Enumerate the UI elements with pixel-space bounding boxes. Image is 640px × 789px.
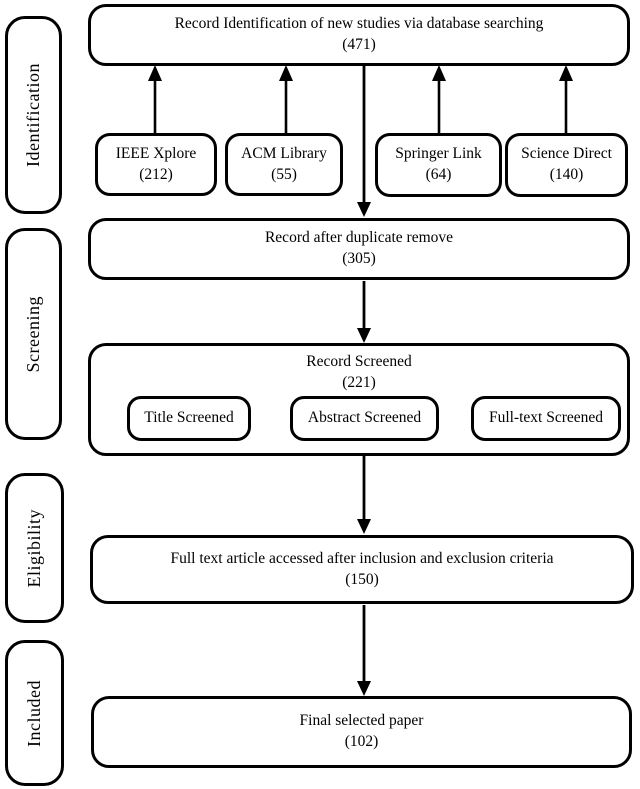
node-source-ieee-xplore: IEEE Xplore (212) (95, 133, 217, 196)
node-source-science-direct: Science Direct (140) (505, 133, 628, 197)
node-full-text-count: (150) (345, 570, 379, 588)
node-database-search-count: (471) (342, 36, 376, 53)
node-source-acm-library: ACM Library (55) (225, 133, 343, 196)
source-springer-count: (64) (425, 166, 452, 183)
node-database-search-label: Record Identification of new studies via… (174, 15, 544, 33)
arrow-science-to-search (559, 65, 573, 133)
node-final-selected-count: (102) (344, 733, 379, 750)
node-fulltext-screened-label: Full-text Screened (488, 409, 604, 427)
source-springer-name: Springer Link (395, 145, 482, 163)
source-ieee-count: (212) (139, 165, 173, 183)
node-screened-count: (221) (342, 373, 376, 391)
stage-screening: Screening (5, 228, 62, 440)
node-full-text: Full text article accessed after inclusi… (90, 535, 634, 604)
arrow-fulltext-to-final (357, 605, 371, 696)
node-deduplicated: Record after duplicate remove (305) (88, 218, 630, 280)
arrow-springer-to-search (432, 65, 446, 133)
source-acm-count: (55) (271, 165, 297, 183)
node-full-text-label: Full text article accessed after inclusi… (170, 549, 554, 567)
node-deduplicated-count: (305) (342, 250, 376, 267)
node-final-selected-label: Final selected paper (299, 712, 424, 730)
stage-eligibility-label: Eligibility (24, 508, 45, 588)
stage-eligibility: Eligibility (5, 473, 64, 623)
arrow-ieee-to-search (148, 65, 162, 133)
stage-included: Included (5, 640, 64, 786)
source-acm-name: ACM Library (241, 144, 327, 162)
node-fulltext-screened: Full-text Screened (471, 396, 621, 441)
arrow-acm-to-search (279, 65, 293, 133)
node-title-screened: Title Screened (127, 396, 251, 441)
source-ieee-name: IEEE Xplore (115, 144, 197, 162)
arrow-screened-to-fulltext (357, 456, 371, 534)
node-title-screened-label: Title Screened (144, 409, 234, 427)
node-abstract-screened: Abstract Screened (290, 396, 439, 441)
source-science-name: Science Direct (521, 145, 612, 163)
arrow-dedup-to-screened (357, 281, 371, 343)
node-database-search: Record Identification of new studies via… (88, 4, 630, 66)
node-deduplicated-label: Record after duplicate remove (264, 229, 454, 247)
stage-identification-label: Identification (23, 63, 44, 167)
stage-identification: Identification (5, 16, 62, 214)
source-science-count: (140) (549, 166, 584, 183)
node-screened-label: Record Screened (306, 353, 412, 370)
stage-included-label: Included (24, 679, 45, 747)
arrow-search-to-dedup (357, 65, 371, 217)
node-abstract-screened-label: Abstract Screened (307, 409, 422, 427)
stage-screening-label: Screening (23, 295, 44, 373)
node-source-springer-link: Springer Link (64) (375, 133, 502, 197)
node-final-selected: Final selected paper (102) (91, 696, 632, 768)
